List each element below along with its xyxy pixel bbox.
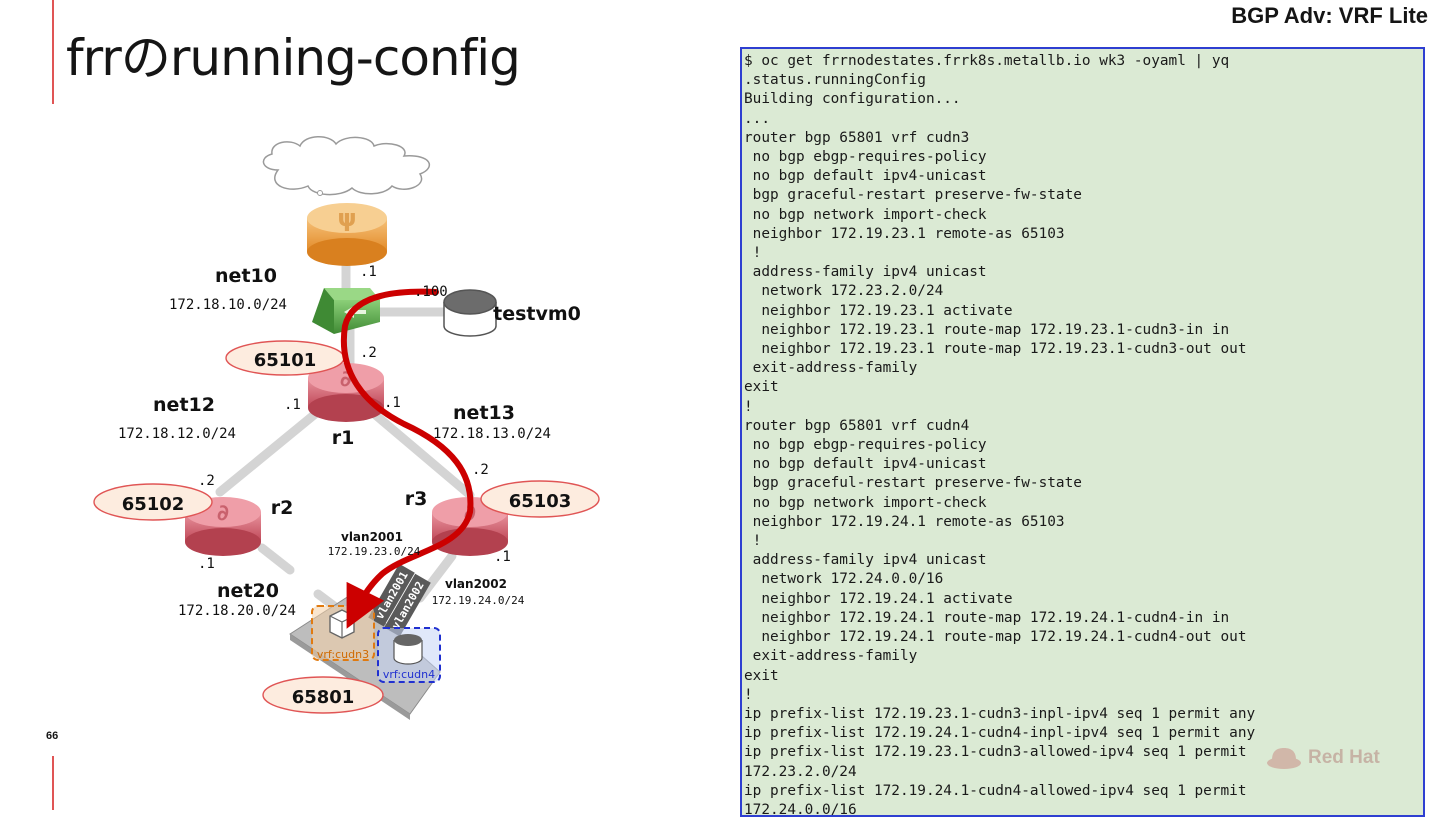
config-line: neighbor 172.19.23.1 remote-as 65103	[744, 225, 1065, 242]
config-line: neighbor 172.19.23.1 activate	[744, 302, 1013, 319]
asn-65103-oval: 65103	[480, 480, 600, 518]
svg-text:65103: 65103	[509, 491, 572, 512]
config-line: exit-address-family	[744, 648, 918, 665]
vrf-cudn3-box: vrf:cudn3	[311, 605, 375, 661]
config-line: router bgp 65801 vrf cudn4	[744, 417, 970, 434]
iface-r1-net13: .1	[384, 395, 401, 411]
iface-r3-vlan: .1	[494, 549, 511, 565]
net13-cidr: 172.18.13.0/24	[433, 426, 551, 442]
config-line: exit	[744, 667, 779, 684]
vlan2001-cidr: 172.19.23.0/24	[328, 545, 421, 558]
asn-65101-oval: 65101	[225, 340, 345, 376]
redhat-watermark: Red Hat	[1266, 746, 1380, 770]
config-line: ip prefix-list 172.19.24.1-cudn4-allowed…	[744, 782, 1247, 799]
config-line: no bgp network import-check	[744, 494, 987, 511]
config-line: neighbor 172.19.24.1 route-map 172.19.24…	[744, 609, 1230, 626]
net20-label: net20	[217, 580, 279, 602]
config-line: neighbor 172.19.24.1 activate	[744, 590, 1013, 607]
config-line: !	[744, 245, 762, 262]
config-line: !	[744, 686, 753, 703]
config-line: router bgp 65801 vrf cudn3	[744, 129, 970, 146]
config-line: no bgp default ipv4-unicast	[744, 456, 987, 473]
config-line: !	[744, 398, 753, 415]
section-tag: BGP Adv: VRF Lite	[1231, 3, 1428, 28]
footer-accent-bar	[52, 756, 54, 810]
vlan2002-label: vlan2002	[445, 577, 507, 591]
config-line: network 172.23.2.0/24	[744, 283, 944, 300]
watermark-text: Red Hat	[1308, 747, 1380, 768]
config-line: 172.23.2.0/24	[744, 763, 857, 780]
svg-text:vrf:cudn4: vrf:cudn4	[383, 668, 435, 681]
config-line: no bgp ebgp-requires-policy	[744, 437, 987, 454]
vrf-cudn4-box: vrf:cudn4	[377, 627, 441, 683]
testvm-label: testvm0	[493, 303, 581, 325]
config-line: ...	[744, 110, 770, 127]
config-line: !	[744, 533, 762, 550]
config-line: neighbor 172.19.23.1 route-map 172.19.23…	[744, 341, 1247, 358]
svg-text:65801: 65801	[292, 687, 355, 708]
terminal-output-panel: $ oc get frrnodestates.frrk8s.metallb.io…	[740, 47, 1425, 817]
title-accent-bar	[52, 0, 54, 104]
redhat-logo-icon	[1267, 748, 1301, 769]
config-line: no bgp network import-check	[744, 206, 987, 223]
gateway-router-icon: ψ	[307, 203, 387, 266]
testvm-icon	[443, 289, 497, 337]
iface-gw: .1	[360, 264, 377, 280]
iface-testvm: .100	[414, 284, 448, 300]
page-number: 66	[46, 730, 59, 742]
iface-r3-net13: .2	[472, 462, 489, 478]
config-line: bgp graceful-restart preserve-fw-state	[744, 475, 1082, 492]
iface-r2-net12: .2	[198, 473, 215, 489]
net20-cidr: 172.18.20.0/24	[178, 603, 296, 619]
net12-cidr: 172.18.12.0/24	[118, 426, 236, 442]
config-line: address-family ipv4 unicast	[744, 264, 987, 281]
interface-labels: .1 .100 .2 .1 .1 .2 .1 .2 .1	[198, 264, 511, 572]
config-line: network 172.24.0.0/16	[744, 571, 944, 588]
config-line: 172.24.0.0/16	[744, 801, 857, 817]
config-line: neighbor 172.19.23.1 route-map 172.19.23…	[744, 321, 1230, 338]
svg-text:65101: 65101	[254, 350, 317, 371]
asn-65102-oval: 65102	[93, 483, 213, 521]
config-line: address-family ipv4 unicast	[744, 552, 987, 569]
iface-r2-net20: .1	[198, 556, 215, 572]
config-line: no bgp default ipv4-unicast	[744, 168, 987, 185]
svg-text:ψ: ψ	[337, 204, 356, 232]
route-path-arrow	[340, 288, 474, 629]
r1-label: r1	[332, 427, 355, 449]
slide-title: frrのrunning-config	[66, 29, 521, 87]
net10-cidr: 172.18.10.0/24	[169, 297, 287, 313]
asn-65801-oval: 65801	[262, 676, 384, 714]
config-line: ip prefix-list 172.19.23.1-cudn3-inpl-ip…	[744, 705, 1256, 722]
vlan2002-cidr: 172.19.24.0/24	[432, 594, 525, 607]
config-line: bgp graceful-restart preserve-fw-state	[744, 187, 1082, 204]
config-line: Building configuration...	[744, 91, 961, 108]
config-line: .status.runningConfig	[744, 72, 926, 89]
net10-label: net10	[215, 265, 277, 287]
r3-label: r3	[405, 488, 428, 510]
config-line: $ oc get frrnodestates.frrk8s.metallb.io…	[744, 53, 1230, 69]
config-line: no bgp ebgp-requires-policy	[744, 149, 987, 166]
svg-text:∂: ∂	[217, 501, 229, 526]
net12-label: net12	[153, 394, 215, 416]
network-diagram: ψ ∂ ∂ ∂ vlan2001	[93, 136, 600, 720]
config-line: exit	[744, 379, 779, 396]
net13-label: net13	[453, 402, 515, 424]
config-line: exit-address-family	[744, 360, 918, 377]
config-line: neighbor 172.19.24.1 route-map 172.19.24…	[744, 629, 1247, 646]
config-line: ip prefix-list 172.19.23.1-cudn3-allowed…	[744, 744, 1247, 761]
running-config-text: $ oc get frrnodestates.frrk8s.metallb.io…	[742, 49, 1423, 817]
svg-text:vrf:cudn3: vrf:cudn3	[317, 648, 369, 661]
config-line: ip prefix-list 172.19.24.1-cudn4-inpl-ip…	[744, 725, 1256, 742]
vlan2001-label: vlan2001	[341, 530, 403, 544]
internet-cloud-icon	[262, 136, 431, 196]
svg-text:65102: 65102	[122, 494, 185, 515]
iface-r1-net10: .2	[360, 345, 377, 361]
r2-label: r2	[271, 497, 294, 519]
config-line: neighbor 172.19.24.1 remote-as 65103	[744, 513, 1065, 530]
iface-r1-net12: .1	[284, 397, 301, 413]
